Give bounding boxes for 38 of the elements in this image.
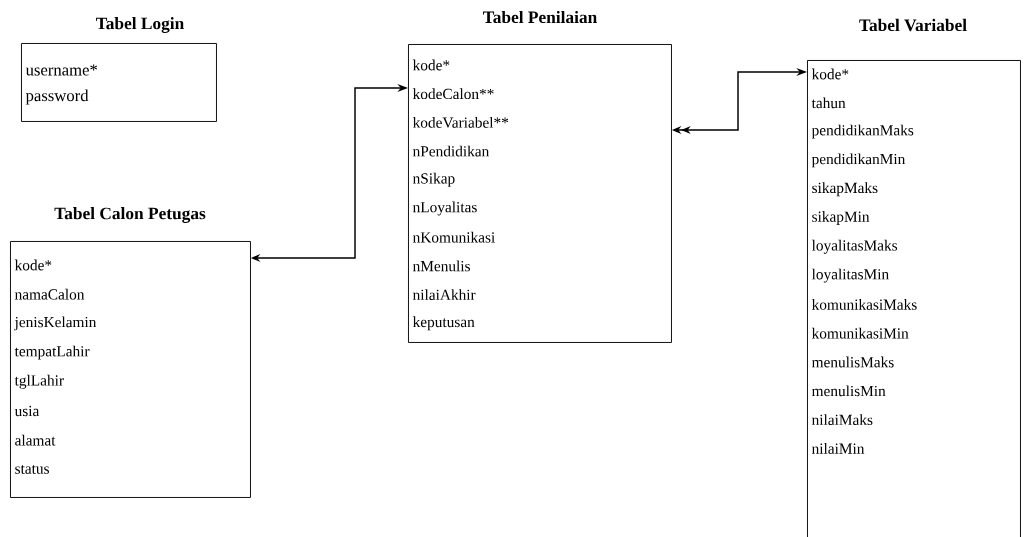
table-title: Tabel Penilaian [483, 10, 597, 24]
field-text: kode* [412, 59, 450, 71]
field-text: kodeVariabel** [412, 116, 509, 128]
field-text: alamat [15, 434, 56, 446]
field-text: loyalitasMin [811, 268, 889, 283]
field-text: menulisMaks [811, 356, 894, 368]
field-text: usia [14, 405, 40, 417]
field-text: tahun [811, 97, 846, 109]
field-text: komunikasiMaks [811, 299, 917, 310]
field-text: sikapMin [812, 211, 870, 225]
field-text: tglLahir [14, 374, 64, 389]
field-text: namaCalon [14, 288, 85, 300]
field-text: kodeCalon** [412, 88, 494, 100]
field-text: username* [25, 64, 97, 76]
field-text: nSikap [412, 172, 455, 187]
field-text: komunikasiMin [811, 327, 909, 339]
field-text: jenisKelamin [14, 316, 97, 331]
field-text: pendidikanMaks [811, 124, 914, 139]
table-title: Tabel Calon Petugas [54, 207, 206, 223]
field-text: nilaiAkhir [412, 289, 476, 300]
field-text: tempatLahir [14, 345, 90, 360]
field-text: menulisMin [811, 385, 886, 397]
field-text: password [25, 89, 89, 105]
field-text: nPendidikan [412, 145, 490, 157]
field-text: nilaiMaks [811, 414, 873, 425]
field-text: kode* [14, 259, 52, 271]
field-text: loyalitasMaks [811, 239, 898, 254]
field-text: nMenulis [412, 260, 470, 272]
field-text: kode* [811, 68, 849, 80]
table-title: Tabel Variabel [859, 18, 967, 32]
field-text: nLoyalitas [412, 201, 477, 216]
field-text: nKomunikasi [412, 231, 495, 243]
field-text: pendidikanMin [811, 153, 906, 168]
field-text: sikapMaks [812, 182, 878, 197]
field-text: nilaiMin [811, 443, 865, 454]
field-text: status [15, 465, 49, 474]
field-text: keputusan [412, 316, 475, 331]
table-title: Tabel Login [96, 17, 184, 33]
